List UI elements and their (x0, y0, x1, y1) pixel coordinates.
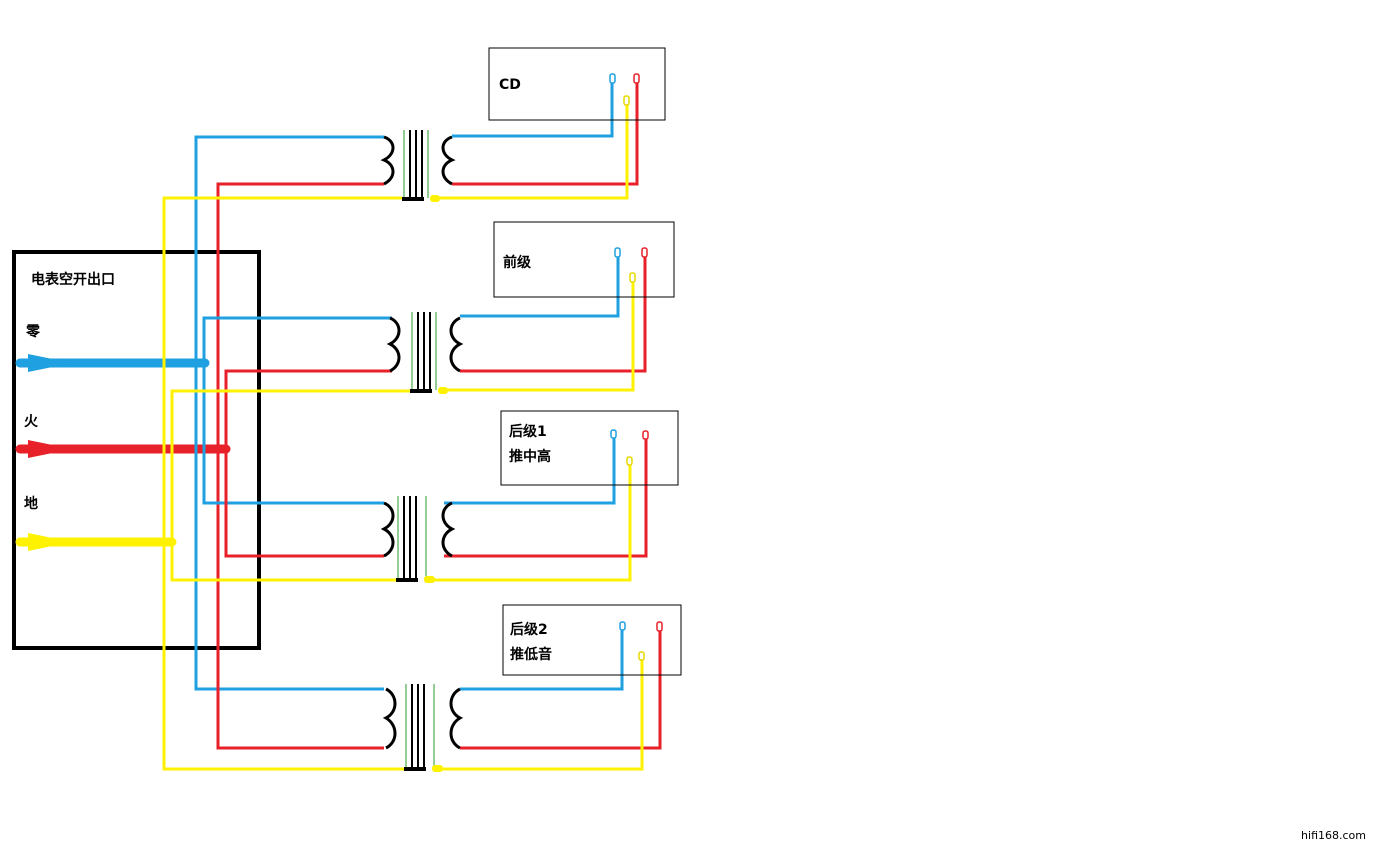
transformer-1 (380, 130, 456, 202)
ground-label: 地 (24, 496, 38, 512)
ground-source-arrow (15, 533, 177, 551)
breaker-panel-box (12, 250, 261, 650)
transformer-3-wiring (430, 436, 648, 582)
neutral-source-arrow (15, 354, 210, 372)
live-label: 火 (24, 414, 38, 430)
transformer-2-wiring (170, 256, 647, 582)
transformer-2 (386, 312, 464, 394)
live-source-arrow (15, 440, 231, 458)
device-plugs-amp-1 (610, 429, 649, 466)
device-plugs-amp-2 (619, 621, 663, 661)
transformer-4-wiring (436, 627, 662, 771)
device-amp-1-label: 后级1 (509, 424, 547, 440)
watermark: hifi168.com (1301, 829, 1366, 842)
device-amp-2-label: 后级2 (510, 622, 548, 638)
device-box-cd (488, 47, 666, 121)
neutral-label: 零 (26, 324, 40, 340)
transformer-1-wiring (162, 82, 639, 771)
device-amp-1-sublabel: 推中高 (509, 449, 551, 465)
transformer-3 (380, 496, 456, 583)
panel-title: 电表空开出口 (31, 272, 115, 288)
device-plugs-preamp (614, 247, 648, 283)
device-box-amp-2 (502, 604, 682, 676)
device-box-amp-1 (500, 410, 679, 486)
device-preamp-label: 前级 (503, 255, 531, 271)
device-cd-label: CD (499, 77, 521, 93)
device-plugs-cd (609, 73, 640, 106)
transformer-4 (382, 684, 464, 772)
device-box-preamp (493, 221, 675, 298)
device-amp-2-sublabel: 推低音 (510, 647, 552, 663)
